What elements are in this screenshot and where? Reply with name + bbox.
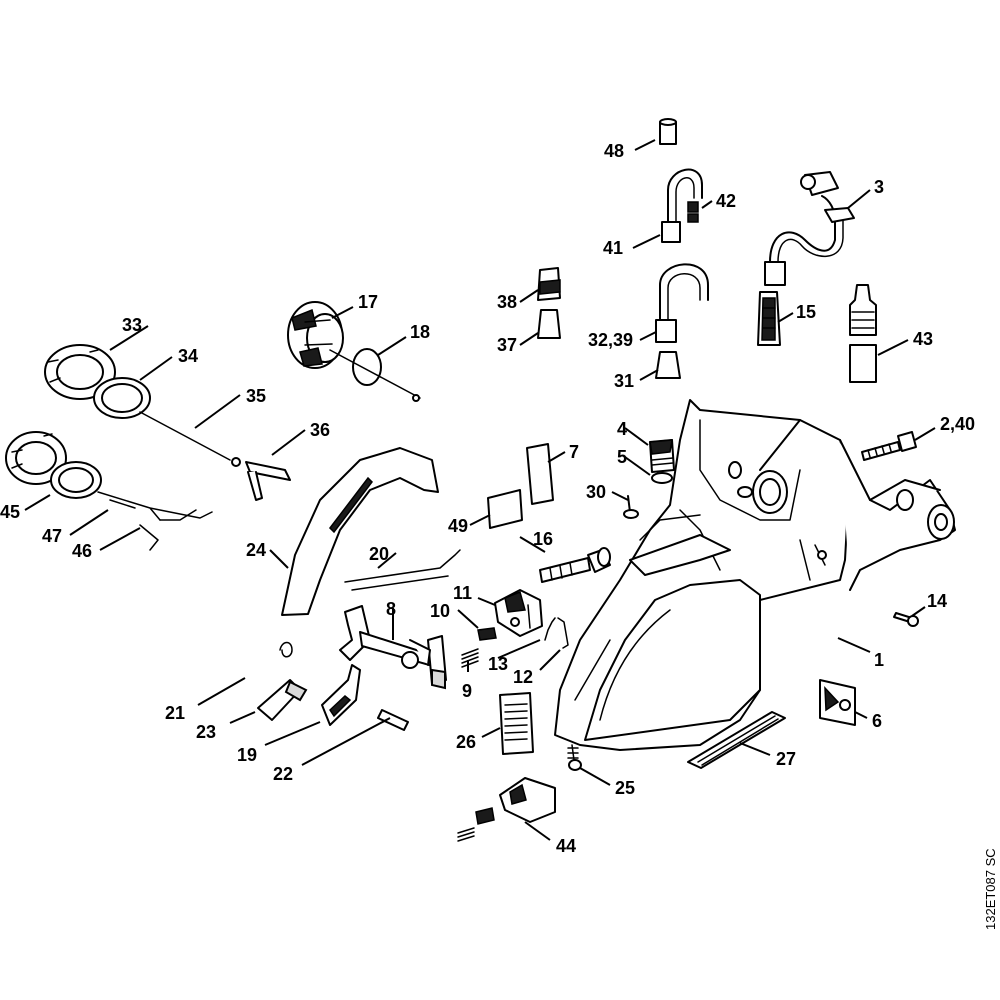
callout-14: 14 [927,591,947,611]
callout-10: 10 [430,601,450,621]
part-12-contact-spring [557,617,569,649]
callout-11: 11 [453,583,472,603]
callout-42: 42 [716,191,736,211]
callout-4: 4 [617,419,627,439]
callout-8: 8 [386,599,396,619]
callout-24: 24 [246,540,266,560]
callout-12: 12 [513,667,533,687]
leader-lines [24,139,936,841]
callout-20: 20 [369,544,389,564]
callout-18: 18 [410,322,430,342]
part-49-label [487,489,523,529]
callout-41: 41 [603,238,623,258]
callout-17: 17 [358,292,378,312]
callout-26: 26 [456,732,476,752]
part-14-screw [893,612,919,627]
part-17-oil-pump [287,301,344,369]
part-42-fitting [687,201,699,223]
callout-27: 27 [776,749,796,769]
callout-46: 46 [72,541,92,561]
part-2-40-bolt [861,431,917,461]
callout-1: 1 [874,650,884,670]
part-16-hose [539,547,611,583]
part-18-hose [329,348,421,402]
part-5-o-ring [651,472,673,484]
part-7-label [526,443,554,505]
callout-7: 7 [569,442,579,462]
part-3-fuel-hose [764,171,855,286]
part-36-lever [245,461,291,501]
part-48-cap [659,118,677,145]
callout-32-39: 32,39 [588,330,633,350]
callout-38: 38 [497,292,517,312]
part-35-rod [139,411,241,467]
part-33-ring [44,344,116,400]
part-9-spring [461,648,479,668]
callout-33: 33 [122,315,142,335]
part-41-hose [661,168,703,243]
callout-16: 16 [533,529,553,549]
part-20-rod [344,549,461,591]
callout-15: 15 [796,302,816,322]
callout-6: 6 [872,711,882,731]
callout-47: 47 [42,526,62,546]
callout-36: 36 [310,420,330,440]
part-4-tank-vent [649,439,675,473]
part-45-ring [5,431,67,485]
part-23-lever [257,679,308,721]
part-46-spring [97,491,213,551]
part-32-39-hose [655,263,709,343]
callout-35: 35 [246,386,266,406]
drawing-code: 132ET087 SC [983,848,998,930]
callout-49: 49 [448,516,468,536]
callout-48: 48 [604,141,624,161]
callout-21: 21 [165,703,185,723]
part-1-housing [554,399,956,751]
part-22-pin [377,709,409,731]
part-47-ring [50,461,102,499]
part-44-switch-assembly [457,777,556,842]
callout-22: 22 [273,764,293,784]
callout-34: 34 [178,346,198,366]
part-37-grommet [537,309,561,339]
callout-43: 43 [913,329,933,349]
callout-labels: 48 42 41 3 38 37 32,39 31 15 43 17 18 33… [0,141,975,856]
callout-9: 9 [462,681,472,701]
part-25-screw [567,744,582,771]
part-21-clip [279,641,293,658]
callout-5: 5 [617,447,627,467]
part-27-strip [687,711,786,769]
callout-45: 45 [0,502,20,522]
part-19-trigger [321,664,361,726]
part-11-switch [494,589,543,637]
part-31-grommet [655,351,681,379]
callout-3: 3 [874,177,884,197]
callout-25: 25 [615,778,635,798]
callout-13: 13 [488,654,508,674]
part-15-filter [757,291,781,346]
part-26-label [499,692,534,755]
callout-30: 30 [586,482,606,502]
callout-31: 31 [614,371,634,391]
part-24-handle-bar [281,447,439,616]
callout-2-40: 2,40 [940,414,975,434]
part-10-buffer [477,627,497,641]
callout-23: 23 [196,722,216,742]
part-6-label [819,679,856,726]
part-34-ring [93,377,151,419]
part-8-handle-shaft [339,605,447,690]
part-43-bottle [849,284,877,383]
part-13-contact [544,617,556,641]
part-30-screw [623,495,639,519]
callout-37: 37 [497,335,517,355]
callout-19: 19 [237,745,257,765]
part-38-grommet [537,267,561,301]
callout-44: 44 [556,836,576,856]
